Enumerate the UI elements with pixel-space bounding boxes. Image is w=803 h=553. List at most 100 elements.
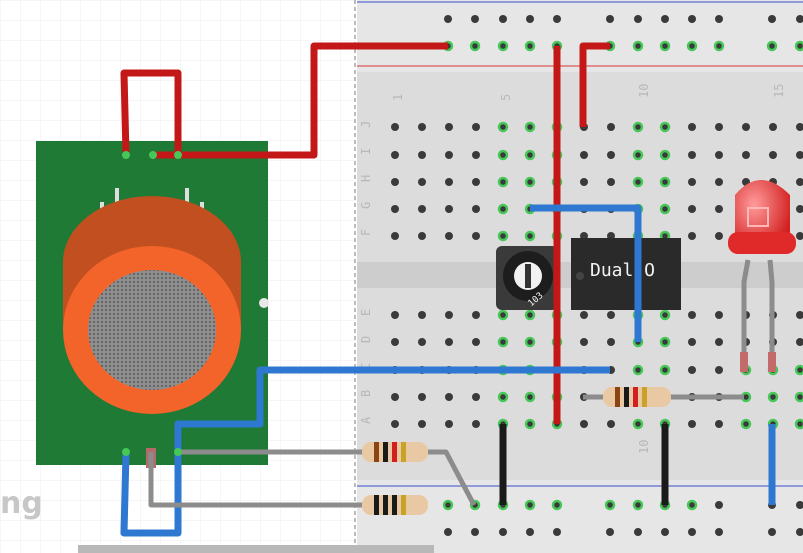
breadboard-hole[interactable]	[794, 40, 803, 52]
resistor[interactable]	[362, 442, 428, 462]
breadboard-hole[interactable]	[524, 336, 536, 348]
breadboard-hole[interactable]	[688, 151, 696, 159]
breadboard-hole[interactable]	[607, 178, 615, 186]
breadboard-hole[interactable]	[524, 149, 536, 161]
breadboard-hole[interactable]	[688, 178, 696, 186]
breadboard-hole[interactable]	[659, 121, 671, 133]
breadboard-hole[interactable]	[794, 364, 803, 376]
breadboard-hole[interactable]	[715, 420, 723, 428]
breadboard-hole[interactable]	[580, 311, 588, 319]
breadboard-hole[interactable]	[472, 178, 480, 186]
wire-blue-signal[interactable]	[174, 366, 610, 452]
breadboard-hole[interactable]	[445, 151, 453, 159]
breadboard-hole[interactable]	[688, 420, 696, 428]
breadboard-hole[interactable]	[715, 151, 723, 159]
breadboard-hole[interactable]	[418, 178, 426, 186]
breadboard-hole[interactable]	[604, 499, 616, 511]
breadboard-hole[interactable]	[766, 40, 778, 52]
breadboard-hole[interactable]	[418, 232, 426, 240]
breadboard-hole[interactable]	[391, 311, 399, 319]
breadboard-hole[interactable]	[418, 151, 426, 159]
breadboard-hole[interactable]	[796, 205, 803, 213]
breadboard-hole[interactable]	[472, 338, 480, 346]
breadboard-hole[interactable]	[632, 121, 644, 133]
breadboard-hole[interactable]	[769, 151, 777, 159]
breadboard-hole[interactable]	[391, 393, 399, 401]
breadboard-hole[interactable]	[688, 366, 696, 374]
breadboard-hole[interactable]	[606, 528, 614, 536]
breadboard-hole[interactable]	[497, 309, 509, 321]
breadboard-hole[interactable]	[444, 528, 452, 536]
breadboard-hole[interactable]	[796, 123, 803, 131]
breadboard-hole[interactable]	[580, 420, 588, 428]
breadboard-hole[interactable]	[524, 499, 536, 511]
breadboard-hole[interactable]	[796, 338, 803, 346]
breadboard-hole[interactable]	[606, 15, 614, 23]
breadboard-hole[interactable]	[391, 420, 399, 428]
breadboard-hole[interactable]	[445, 311, 453, 319]
breadboard-hole[interactable]	[445, 123, 453, 131]
breadboard-hole[interactable]	[768, 528, 776, 536]
breadboard-hole[interactable]	[659, 176, 671, 188]
breadboard-hole[interactable]	[524, 418, 536, 430]
breadboard-hole[interactable]	[607, 338, 615, 346]
wire-red-vcc[interactable]	[153, 42, 448, 159]
breadboard-hole[interactable]	[524, 309, 536, 321]
gas-sensor-module[interactable]	[36, 141, 269, 468]
breadboard-hole[interactable]	[472, 123, 480, 131]
breadboard-hole[interactable]	[768, 15, 776, 23]
breadboard-hole[interactable]	[632, 418, 644, 430]
resistor[interactable]	[362, 495, 428, 515]
breadboard-hole[interactable]	[715, 123, 723, 131]
breadboard-hole[interactable]	[796, 501, 803, 509]
breadboard-hole[interactable]	[580, 151, 588, 159]
breadboard-hole[interactable]	[418, 311, 426, 319]
breadboard-hole[interactable]	[524, 391, 536, 403]
breadboard-hole[interactable]	[391, 151, 399, 159]
breadboard-hole[interactable]	[445, 205, 453, 213]
breadboard-hole[interactable]	[497, 121, 509, 133]
op-amp-ic[interactable]: Dual O	[571, 238, 681, 310]
breadboard-hole[interactable]	[659, 149, 671, 161]
breadboard-hole[interactable]	[796, 151, 803, 159]
wire-gray-2[interactable]	[148, 452, 365, 508]
breadboard-hole[interactable]	[688, 338, 696, 346]
breadboard-hole[interactable]	[661, 15, 669, 23]
breadboard-hole[interactable]	[686, 40, 698, 52]
breadboard-hole[interactable]	[418, 338, 426, 346]
breadboard-hole[interactable]	[632, 364, 644, 376]
breadboard-hole[interactable]	[471, 15, 479, 23]
breadboard-hole[interactable]	[634, 528, 642, 536]
breadboard-hole[interactable]	[553, 15, 561, 23]
breadboard-hole[interactable]	[688, 232, 696, 240]
breadboard-hole[interactable]	[794, 418, 803, 430]
breadboard-hole[interactable]	[445, 232, 453, 240]
breadboard-hole[interactable]	[445, 393, 453, 401]
breadboard-hole[interactable]	[715, 366, 723, 374]
breadboard-hole[interactable]	[659, 203, 671, 215]
breadboard-hole[interactable]	[551, 499, 563, 511]
breadboard-hole[interactable]	[580, 178, 588, 186]
breadboard-hole[interactable]	[769, 123, 777, 131]
breadboard-hole[interactable]	[659, 40, 671, 52]
breadboard-hole[interactable]	[607, 311, 615, 319]
breadboard-hole[interactable]	[497, 336, 509, 348]
breadboard-hole[interactable]	[524, 230, 536, 242]
breadboard-hole[interactable]	[497, 230, 509, 242]
breadboard-hole[interactable]	[418, 420, 426, 428]
breadboard-hole[interactable]	[796, 232, 803, 240]
breadboard-hole[interactable]	[632, 149, 644, 161]
breadboard-hole[interactable]	[715, 311, 723, 319]
breadboard-hole[interactable]	[607, 123, 615, 131]
canvas-scrollbar[interactable]	[78, 545, 434, 553]
breadboard-hole[interactable]	[742, 151, 750, 159]
breadboard-hole[interactable]	[632, 176, 644, 188]
breadboard-hole[interactable]	[688, 15, 696, 23]
breadboard-hole[interactable]	[469, 40, 481, 52]
breadboard-hole[interactable]	[661, 528, 669, 536]
breadboard-hole[interactable]	[796, 15, 803, 23]
breadboard-hole[interactable]	[580, 338, 588, 346]
wire-blue-gnd[interactable]	[120, 451, 182, 537]
breadboard-hole[interactable]	[607, 420, 615, 428]
breadboard-hole[interactable]	[740, 418, 752, 430]
